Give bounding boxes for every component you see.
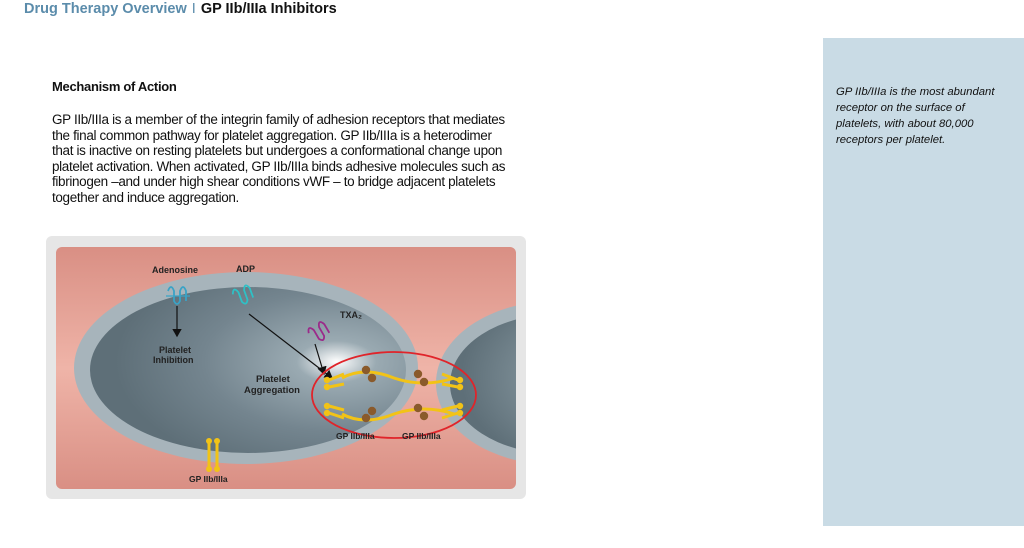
platelet-aggregation-label-line2: Aggregation: [244, 385, 300, 396]
right-platelet-interior: [450, 314, 516, 454]
platelet-inhibition-label-line2: Inhibition: [153, 355, 194, 365]
section-heading: Mechanism of Action: [52, 79, 177, 94]
header-topic-title: GP IIb/IIIa Inhibitors: [200, 1, 337, 17]
txa2-label: TXA₂: [340, 310, 362, 320]
fibrinogen-bridges: [323, 365, 464, 423]
gp-receptor-label-left: GP IIb/IIIa: [336, 431, 375, 441]
sidebar-note-panel: GP IIb/IIIa is the most abundant recepto…: [823, 38, 1024, 526]
platelet-diagram: Adenosine ADP TXA₂ Platelet Inhibition P…: [56, 247, 516, 489]
gp-receptor-label-right: GP IIb/IIIa: [402, 431, 441, 441]
body-paragraph: GP IIb/IIIa is a member of the integrin …: [52, 112, 506, 205]
txa2-arrow: [314, 343, 327, 376]
gp-receptor-label-bottom: GP IIb/IIIa: [189, 474, 228, 484]
adp-receptor-icon: [231, 284, 255, 305]
platelet-aggregation-label-line1: Platelet: [256, 374, 291, 385]
mechanism-figure: Adenosine ADP TXA₂ Platelet Inhibition P…: [46, 236, 526, 499]
adenosine-label: Adenosine: [152, 265, 198, 275]
header-separator: I: [191, 1, 196, 17]
aggregation-highlight-ring: [311, 351, 477, 439]
adp-label: ADP: [236, 264, 255, 274]
platelet-inhibition-label-line1: Platelet: [159, 345, 191, 355]
header-section-title: Drug Therapy Overview: [24, 1, 187, 17]
adenosine-receptor-icon: [166, 286, 190, 305]
gp-receptor-bottom-icon: [206, 438, 220, 472]
sidebar-note-text: GP IIb/IIIa is the most abundant recepto…: [836, 86, 995, 146]
txa2-receptor-icon: [307, 321, 331, 342]
